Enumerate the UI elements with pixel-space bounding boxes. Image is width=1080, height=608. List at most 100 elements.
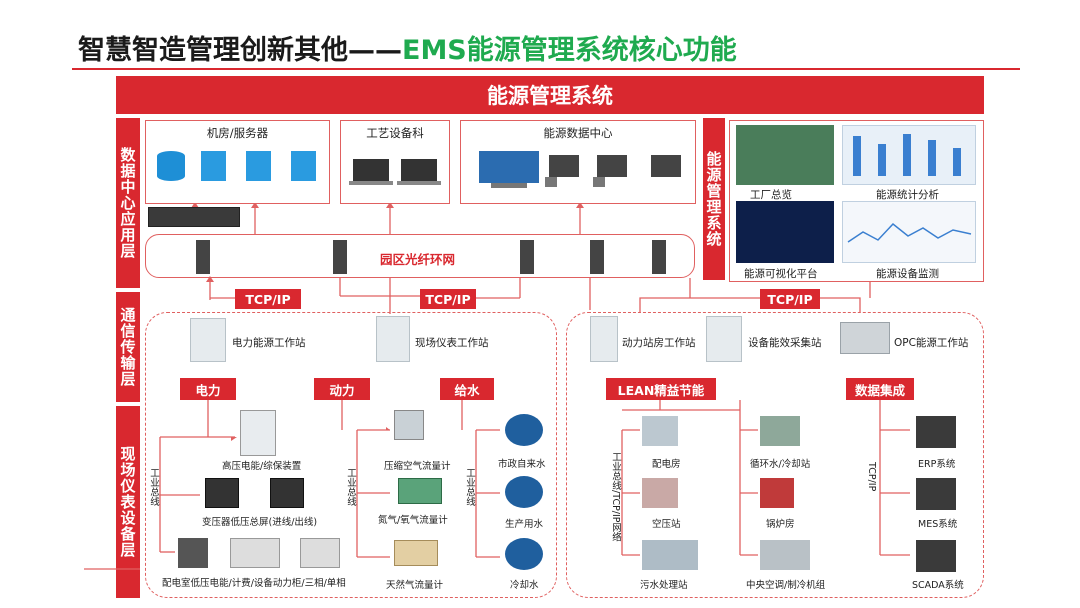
layer-field: 现场仪表设备层 — [116, 406, 140, 598]
slide-title: 智慧智造管理创新其他——EMS能源管理系统核心功能 — [78, 28, 737, 67]
ring-switch-5-icon — [652, 240, 666, 274]
lean-boiler-icon — [760, 478, 794, 508]
cat-integration: 数据集成 — [846, 378, 914, 400]
device-hv-label: 高压电能/综保装置 — [222, 461, 302, 472]
tile-visual-label: 能源可视化平台 — [744, 268, 818, 280]
erp-label: ERP系统 — [918, 459, 956, 470]
title-divider — [72, 68, 1020, 70]
erp-pc-icon — [916, 416, 956, 448]
lean-air-station-icon — [642, 478, 678, 508]
ws-efficiency-icon — [706, 316, 742, 362]
ws-power-label: 电力能源工作站 — [232, 337, 306, 349]
device-prod-water-label: 生产用水 — [505, 519, 544, 530]
bar-sparkline — [853, 134, 961, 176]
bus-water: 工业总线 — [464, 468, 475, 506]
panel-energy-dc: 能源数据中心 — [460, 120, 696, 204]
device-air-label: 压缩空气流量计 — [384, 461, 451, 472]
fiber-ring-label: 园区光纤环网 — [380, 252, 456, 267]
cat-motive: 动力 — [314, 378, 370, 400]
mes-pc-icon — [916, 478, 956, 510]
panel-server-room-title: 机房/服务器 — [206, 126, 269, 140]
mes-label: MES系统 — [918, 519, 958, 530]
ws-field-icon — [376, 316, 410, 362]
ring-switch-2-icon — [333, 240, 347, 274]
line-sparkline — [847, 222, 972, 243]
device-tx2-icon — [270, 478, 304, 508]
device-city-water-icon — [505, 414, 543, 446]
monitor-icons — [479, 151, 681, 188]
tile-monitor-image — [842, 201, 976, 263]
ws-efficiency-label: 设备能效采集站 — [748, 337, 822, 349]
lean-air-station-label: 空压站 — [652, 519, 681, 530]
tile-stats-image — [842, 125, 976, 185]
core-switch-icon — [148, 207, 240, 227]
cat-water: 给水 — [440, 378, 494, 400]
layer-comm: 通信传输层 — [116, 292, 140, 402]
lean-wastewater-icon — [642, 540, 698, 570]
tcp-tag-1: TCP/IP — [235, 289, 301, 309]
bus-power: 工业总线 — [148, 468, 159, 506]
ws-motive-icon — [590, 316, 618, 362]
device-lv1-icon — [178, 538, 208, 568]
device-hv-icon — [240, 410, 276, 456]
device-gas-icon — [394, 540, 438, 566]
fiber-ring — [145, 234, 695, 278]
lean-cooling-label: 循环水/冷却站 — [750, 459, 811, 470]
panel-process-dept: 工艺设备科 — [340, 120, 450, 204]
ring-switch-3-icon — [520, 240, 534, 274]
device-tx1-icon — [205, 478, 239, 508]
cat-power: 电力 — [180, 378, 236, 400]
panel-process-dept-title: 工艺设备科 — [366, 126, 424, 140]
panel-server-room: 机房/服务器 — [145, 120, 330, 204]
device-lv2-icon — [230, 538, 280, 568]
layer-ems: 能源管理系统 — [703, 118, 725, 280]
panel-ems-tiles: 工厂总览 能源统计分析 能源可视化平台 能源设备监测 — [729, 120, 984, 282]
device-tx-label: 变压器低压总屏(进线/出线) — [202, 517, 318, 528]
device-lv-label: 配电室低压电能/计费/设备动力柜/三相/单相 — [162, 578, 346, 589]
scada-label: SCADA系统 — [912, 580, 964, 591]
lean-wastewater-label: 污水处理站 — [640, 580, 688, 591]
device-gas-label: 天然气流量计 — [386, 580, 444, 591]
lean-dist-room-icon — [642, 416, 678, 446]
region-left — [145, 312, 557, 598]
system-banner: 能源管理系统 — [116, 76, 984, 114]
lean-hvac-icon — [760, 540, 810, 570]
tile-monitor-label: 能源设备监测 — [876, 268, 939, 280]
device-cool-water-icon — [505, 538, 543, 570]
tile-stats-label: 能源统计分析 — [876, 189, 939, 201]
device-air-icon — [394, 410, 424, 440]
device-lv3-icon — [300, 538, 340, 568]
lean-hvac-label: 中央空调/制冷机组 — [746, 580, 826, 591]
ring-switch-4-icon — [590, 240, 604, 274]
ring-switch-1-icon — [196, 240, 210, 274]
laptop-icons — [349, 159, 441, 185]
panel-energy-dc-title: 能源数据中心 — [543, 126, 613, 140]
cat-lean: LEAN精益节能 — [606, 378, 716, 400]
lean-cooling-icon — [760, 416, 800, 446]
layer-data-center: 数据中心应用层 — [116, 118, 140, 288]
scada-pc-icon — [916, 540, 956, 572]
ws-opc-label: OPC能源工作站 — [894, 337, 969, 349]
device-n2-icon — [398, 478, 442, 504]
device-cool-water-label: 冷却水 — [510, 580, 539, 591]
bus-motive: 工业总线 — [345, 468, 356, 506]
region-right — [566, 312, 984, 598]
banner-label: 能源管理系统 — [481, 80, 619, 110]
title-sub: EMS能源管理系统核心功能 — [402, 35, 737, 66]
bus-integration: TCP/IP — [866, 462, 877, 492]
tcp-tag-2: TCP/IP — [420, 289, 476, 309]
ws-field-label: 现场仪表工作站 — [415, 337, 489, 349]
tile-visual-image — [736, 201, 834, 263]
ws-motive-label: 动力站房工作站 — [622, 337, 696, 349]
ws-opc-icon — [840, 322, 890, 354]
bus-lean: 工业总线/TCP/IP网络 — [610, 452, 621, 542]
tcp-tag-3: TCP/IP — [760, 289, 820, 309]
server-icons — [157, 151, 316, 181]
ws-power-icon — [190, 318, 226, 362]
title-main: 智慧智造管理创新其他—— — [78, 35, 402, 66]
device-city-water-label: 市政自来水 — [498, 459, 546, 470]
device-prod-water-icon — [505, 476, 543, 508]
lean-dist-room-label: 配电房 — [652, 459, 681, 470]
tile-factory-image — [736, 125, 834, 185]
